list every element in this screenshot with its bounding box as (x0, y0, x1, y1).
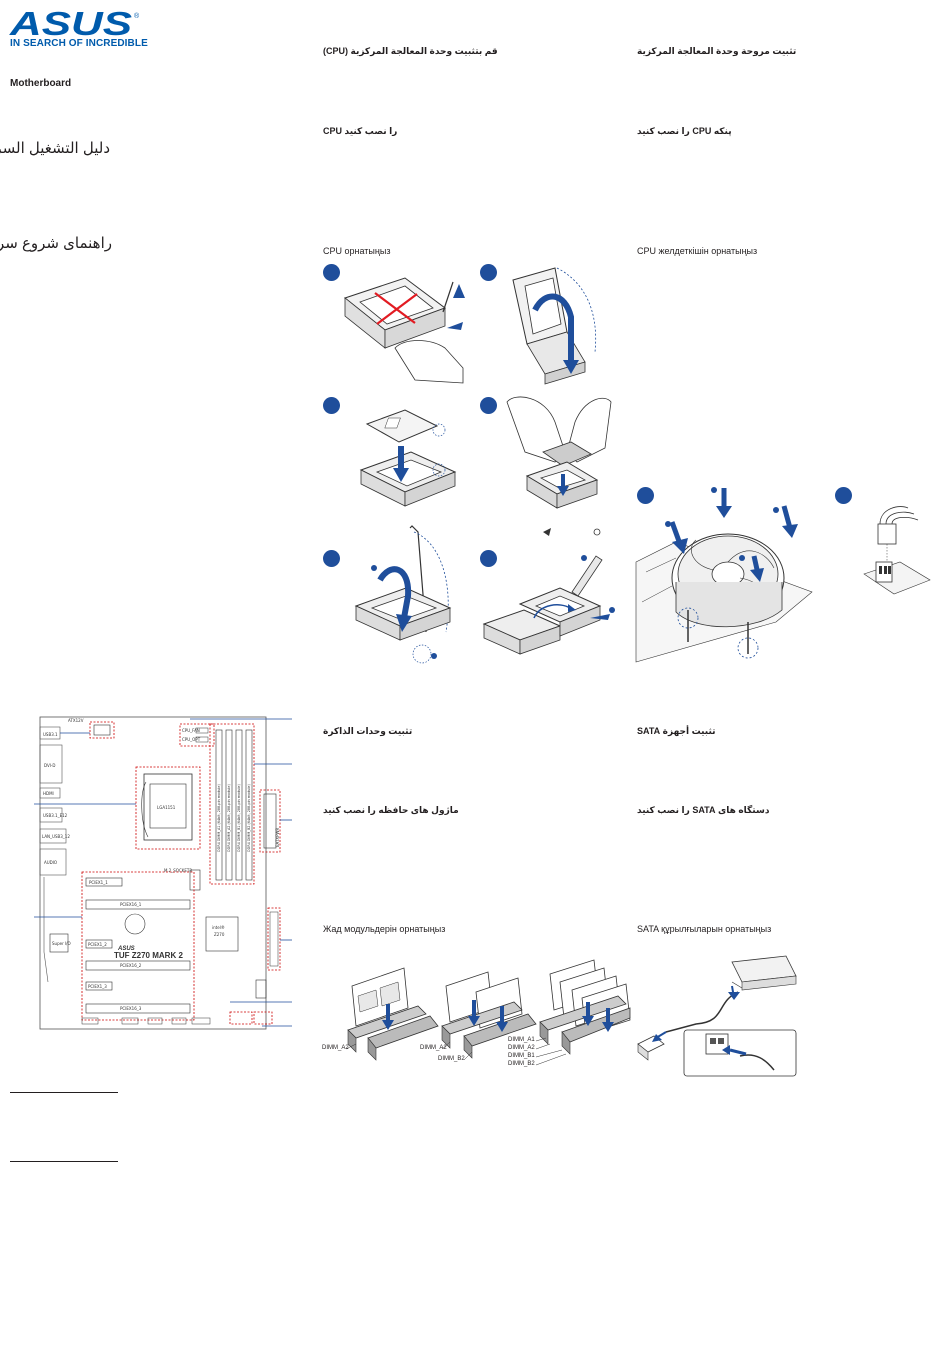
cpu-step-3-marker (323, 397, 340, 414)
pciex16-3-label: PCIEX16_3 (120, 1006, 142, 1011)
cooler-install-svg (635, 487, 813, 663)
memory-install-illustration (318, 956, 631, 1076)
dimm-label-two-b2: DIMM_B2 (438, 1056, 465, 1062)
cooler-step-1-marker (637, 487, 654, 504)
m2-label-top: M.2_SOCKET3 (164, 868, 192, 873)
cpu-step-6-illustration (480, 548, 620, 672)
memory-install-title-persian: ماژول های حافظه را نصب کنید (323, 805, 459, 815)
cpu-step-1-svg (343, 277, 465, 384)
sata-install-illustration (636, 952, 806, 1080)
pciex16-2-label: PCIEX16_2 (120, 963, 142, 968)
fan-connector-svg (863, 506, 931, 595)
io-audio-label: AUDIO (44, 860, 57, 865)
cooler-install-title-persian: پنکه CPU را نصب کنید (637, 126, 732, 136)
board-model: TUF Z270 MARK 2 (114, 951, 183, 960)
cpu-step-2-marker (480, 264, 497, 281)
motherboard-layout-diagram: USB3.1 DVI-D HDMI USB3.1_E12 LAN_USB3_12… (30, 712, 292, 1032)
cpu-step-1-marker (323, 264, 340, 281)
cooler-install-title-kazakh: CPU желдеткішін орнатыңыз (637, 246, 758, 256)
asus-tagline: IN SEARCH OF INCREDIBLE (10, 38, 148, 49)
dimm-label-four-b1: DIMM_B1 (508, 1053, 535, 1059)
dimm-a1-slot-label: DDR4 DIMM_A1 (64bit, 288-pin module) (217, 784, 221, 852)
cpu-step-5-illustration (350, 522, 460, 668)
super-io-label: Super I/O (52, 941, 71, 946)
pciex1-3-label: PCIEX1_3 (88, 984, 107, 989)
cpu-step-6-marker (480, 550, 497, 567)
io-dvi-label: DVI-D (44, 763, 55, 768)
io-usb31-e12-label: USB3.1_E12 (43, 813, 68, 818)
io-usb31-label: USB3.1 (43, 732, 58, 737)
chipset-brand: intel® (212, 925, 225, 930)
socket-label: LGA1151 (157, 805, 176, 810)
cpu-install-title-arabic: (CPU) قم بتثبيت وحدة المعالجة المركزية (323, 46, 498, 56)
dimm-label-two-a2: DIMM_A2 (420, 1045, 447, 1051)
cooler-install-illustration (635, 482, 813, 670)
cpu-step-3-svg (359, 409, 457, 507)
guide-title-arabic: دليل التشغيل السريع (0, 140, 110, 157)
chipset-name: Z270 (214, 932, 225, 937)
cpu-step-2-illustration (505, 262, 605, 392)
registered-mark: ® (134, 12, 140, 20)
cpu-step-4-marker (480, 397, 497, 414)
asus-logo-mark: ASUS ® (9, 5, 140, 42)
pciex1-2-label: PCIEX1_2 (88, 942, 107, 947)
io-hdmi-label: HDMI (43, 791, 54, 796)
sata-install-title-arabic: تثبيت أجهزة SATA (637, 726, 716, 736)
atx12v-label: ATX12V (68, 718, 84, 723)
footer-rule-1 (10, 1092, 118, 1093)
sata-install-svg (637, 955, 797, 1077)
asus-logo: ASUS ® (9, 5, 140, 52)
sata-install-title-kazakh: SATA құрылғыларын орнатыңыз (637, 924, 772, 934)
cpu-step-4-svg (506, 396, 612, 536)
cpu-step-6-svg (482, 555, 615, 655)
board-brand: ASUS (117, 946, 135, 952)
dimm-label-four-a1: DIMM_A1 (508, 1037, 535, 1043)
motherboard-layout-svg: USB3.1 DVI-D HDMI USB3.1_E12 LAN_USB3_12… (34, 716, 292, 1030)
cooler-step-2-marker (835, 487, 852, 504)
cpu-step-1-illustration (335, 268, 475, 388)
cpu-install-title-kazakh: CPU орнатыңыз (323, 246, 391, 256)
asus-logo-text: ASUS (9, 5, 132, 42)
dimm-label-four-a2: DIMM_A2 (508, 1045, 535, 1051)
pciex1-1-label: PCIEX1_1 (89, 880, 108, 885)
cpu-fan-label: CPU_FAN (182, 728, 200, 733)
memory-install-title-kazakh: Жад модульдерін орнатыңыз (323, 924, 446, 934)
cpu-step-5-svg (354, 525, 452, 664)
guide-title-persian: راهنمای شروع سریع (0, 235, 112, 252)
dimm-label-one-a2: DIMM_A2 (322, 1045, 349, 1051)
product-label: Motherboard (10, 78, 72, 89)
cpu-step-2-svg (512, 267, 597, 385)
eatxpwr-label: EATXPWR (275, 827, 280, 847)
cpu-step-5-marker (323, 550, 340, 567)
cooler-fan-connector-illustration (860, 504, 931, 604)
dimm-b1-slot-label: DDR4 DIMM_B1 (64bit, 288-pin module) (237, 784, 241, 852)
cpu-opt-label: CPU_OPT (182, 737, 201, 742)
cpu-install-title-persian: CPU را نصب کنید (323, 126, 398, 136)
io-lan-usb-label: LAN_USB3_12 (42, 834, 70, 839)
dimm-label-four-b2: DIMM_B2 (508, 1061, 535, 1067)
dimm-b2-slot-label: DDR4 DIMM_B2 (64bit, 288-pin module) (247, 784, 251, 852)
memory-install-svg (345, 959, 631, 1066)
dimm-a2-slot-label: DDR4 DIMM_A2 (64bit, 288-pin module) (227, 784, 231, 852)
cpu-step-3-illustration (355, 400, 465, 515)
cooler-install-title-arabic: تثبيت مروحة وحدة المعالجة المركزية (637, 46, 797, 56)
cpu-step-4-illustration (505, 392, 613, 542)
footer-rule-2 (10, 1161, 118, 1162)
sata-install-title-persian: دستگاه های SATA را نصب کنید (637, 805, 770, 815)
memory-install-title-arabic: تثبيت وحدات الذاكرة (323, 726, 413, 736)
pciex16-1-label: PCIEX16_1 (120, 902, 142, 907)
